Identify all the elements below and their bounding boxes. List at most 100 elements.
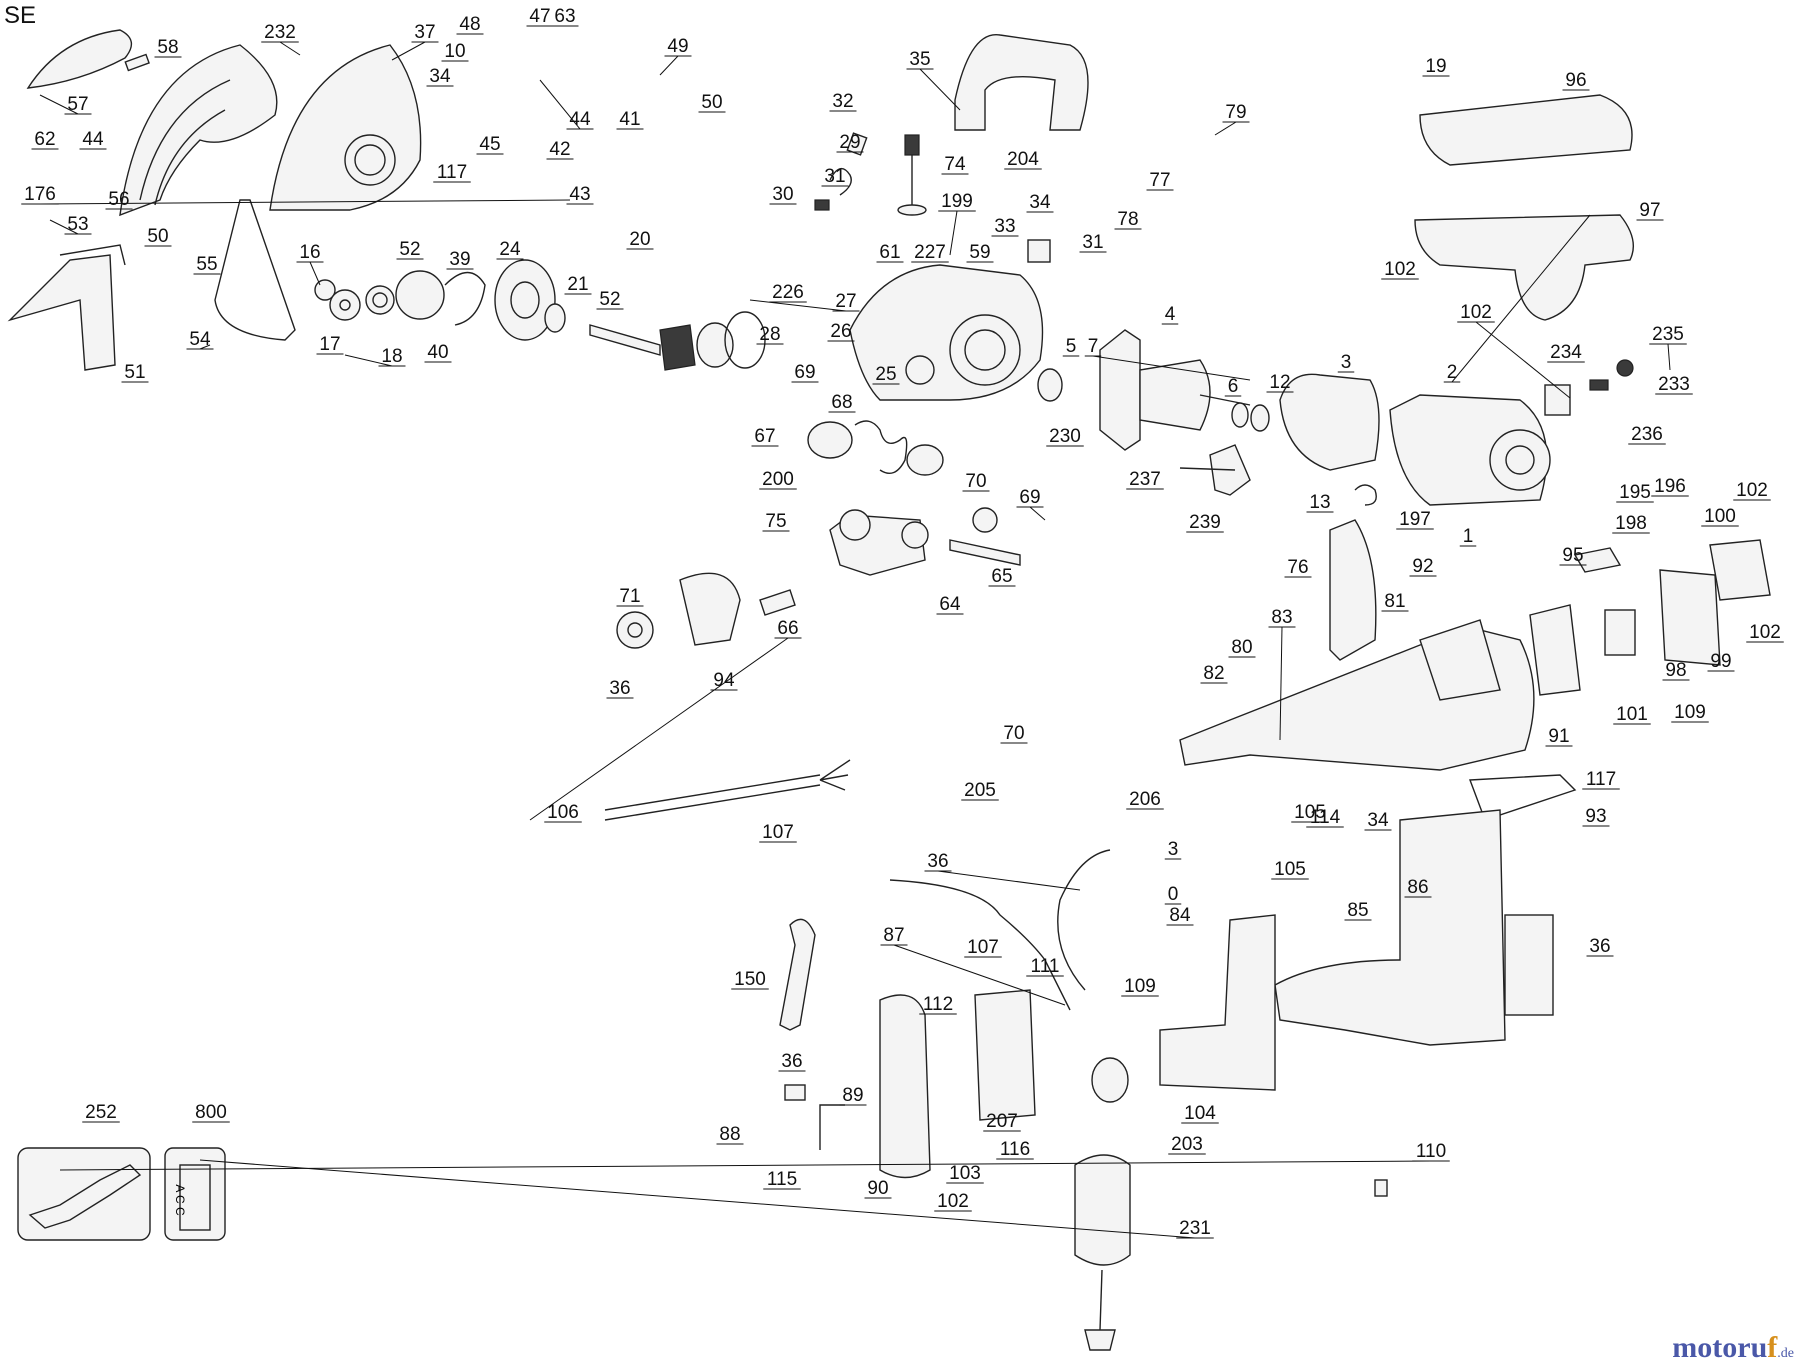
part-label: 63 [554, 6, 575, 27]
part-label: 74 [944, 154, 966, 175]
part-99-drawing [1659, 569, 1721, 666]
part-58-drawing [124, 53, 150, 72]
part-label: 117 [1586, 769, 1616, 790]
part-label: 61 [879, 242, 900, 263]
part-label: 1 [1463, 526, 1474, 547]
leader-line [39, 199, 571, 205]
part-label: 44 [82, 129, 104, 150]
leader-line [59, 1160, 1432, 1171]
part-label: 28 [759, 324, 780, 345]
part-label: 236 [1631, 424, 1663, 445]
part-label: 227 [914, 242, 946, 263]
leader-line [749, 299, 847, 312]
part-label: 110 [1416, 1141, 1446, 1162]
part-label: 68 [831, 392, 852, 413]
leader-line [529, 637, 789, 821]
part-84-drawing [1274, 809, 1506, 1046]
part-85-drawing [1504, 914, 1554, 1016]
part-label: 21 [567, 274, 588, 295]
part-label: 62 [34, 129, 55, 150]
box-856-glyph: A C C [173, 1184, 187, 1216]
watermark-tld: .de [1777, 1346, 1794, 1361]
part-101-drawing [1529, 604, 1581, 696]
leader-line [1667, 343, 1671, 371]
part-label: 85 [1347, 900, 1368, 921]
part-label: 30 [772, 184, 793, 205]
part-67-drawing [807, 421, 853, 459]
watermark-accent: f [1767, 1331, 1778, 1364]
part-21-drawing [544, 303, 566, 333]
leader-line [309, 261, 321, 286]
part-label: 75 [765, 511, 786, 532]
part-label: 92 [1412, 556, 1433, 577]
part-label: 69 [794, 362, 815, 383]
part-label: 103 [949, 1163, 981, 1184]
gear-hub-drawing [659, 324, 696, 371]
part-label: 111 [1031, 956, 1060, 977]
part-label: 43 [569, 184, 590, 205]
part-label: 58 [157, 37, 178, 58]
part-89-drawing [784, 1084, 806, 1101]
part-label: 59 [969, 242, 990, 263]
section-code: SE [4, 2, 37, 29]
part-3-drawing [1279, 373, 1380, 471]
part-label: 7 [1088, 336, 1099, 357]
leader-line [1092, 355, 1251, 381]
part-74-drawing [904, 134, 920, 156]
part-label: 78 [1117, 209, 1138, 230]
part-label: 102 [1460, 302, 1492, 323]
part-label: 116 [1000, 1139, 1030, 1160]
part-76-drawing [1329, 519, 1377, 661]
part-label: 19 [1425, 56, 1446, 77]
part-label: 3 [1168, 839, 1179, 860]
leader-lines [39, 41, 1671, 1239]
part-label: 70 [965, 471, 986, 492]
part-label: 45 [479, 134, 500, 155]
lower-guard-drawing [119, 44, 278, 217]
box-800-frame [17, 1147, 151, 1241]
leader-line [893, 944, 1066, 1006]
part-label: 13 [1309, 492, 1330, 513]
part-71-drawing [616, 611, 654, 649]
leader-line [919, 68, 961, 111]
part-label: 33 [994, 216, 1015, 237]
part-label: 36 [609, 678, 630, 699]
part-104-drawing [974, 989, 1036, 1121]
part-97-drawing [1414, 214, 1634, 321]
part-label: 98 [1665, 660, 1686, 681]
part-96-drawing [1419, 94, 1633, 166]
part-label: 150 [734, 969, 766, 990]
part-label: 115 [767, 1169, 797, 1190]
part-label: 232 [264, 22, 296, 43]
part-6-drawing [1231, 402, 1249, 428]
brand-watermark: motoruf.de [1672, 1331, 1794, 1365]
part-label: 67 [754, 426, 775, 447]
leader-line [1279, 626, 1283, 741]
armature-drawing [1139, 359, 1211, 431]
part-98-drawing [1604, 609, 1636, 656]
leader-line [1029, 506, 1046, 521]
part-label: 99 [1710, 651, 1731, 672]
lower-cord-drawing [889, 879, 1071, 1011]
part-57-drawing [26, 29, 133, 89]
part-label: 32 [832, 91, 853, 112]
part-label: 200 [762, 469, 794, 490]
part-label: 100 [1704, 506, 1736, 527]
part-label: 102 [1749, 622, 1781, 643]
part-label: 198 [1615, 513, 1647, 534]
part-231-drawing [1374, 1179, 1388, 1197]
part-39-drawing [444, 271, 486, 326]
part-label: 34 [1367, 810, 1389, 831]
part-label: 35 [909, 49, 930, 70]
part-label: 27 [835, 291, 856, 312]
part-label: 88 [719, 1124, 740, 1145]
part-252-drawing [1074, 1154, 1131, 1266]
part-label: 47 [529, 6, 550, 27]
part-label: 204 [1007, 149, 1039, 170]
part-12-drawing [1250, 404, 1270, 432]
part-label: 206 [1129, 789, 1161, 810]
part-label: 50 [701, 92, 722, 113]
part-label: 65 [991, 566, 1012, 587]
part-label: 233 [1658, 374, 1690, 395]
part-label: 76 [1287, 557, 1308, 578]
